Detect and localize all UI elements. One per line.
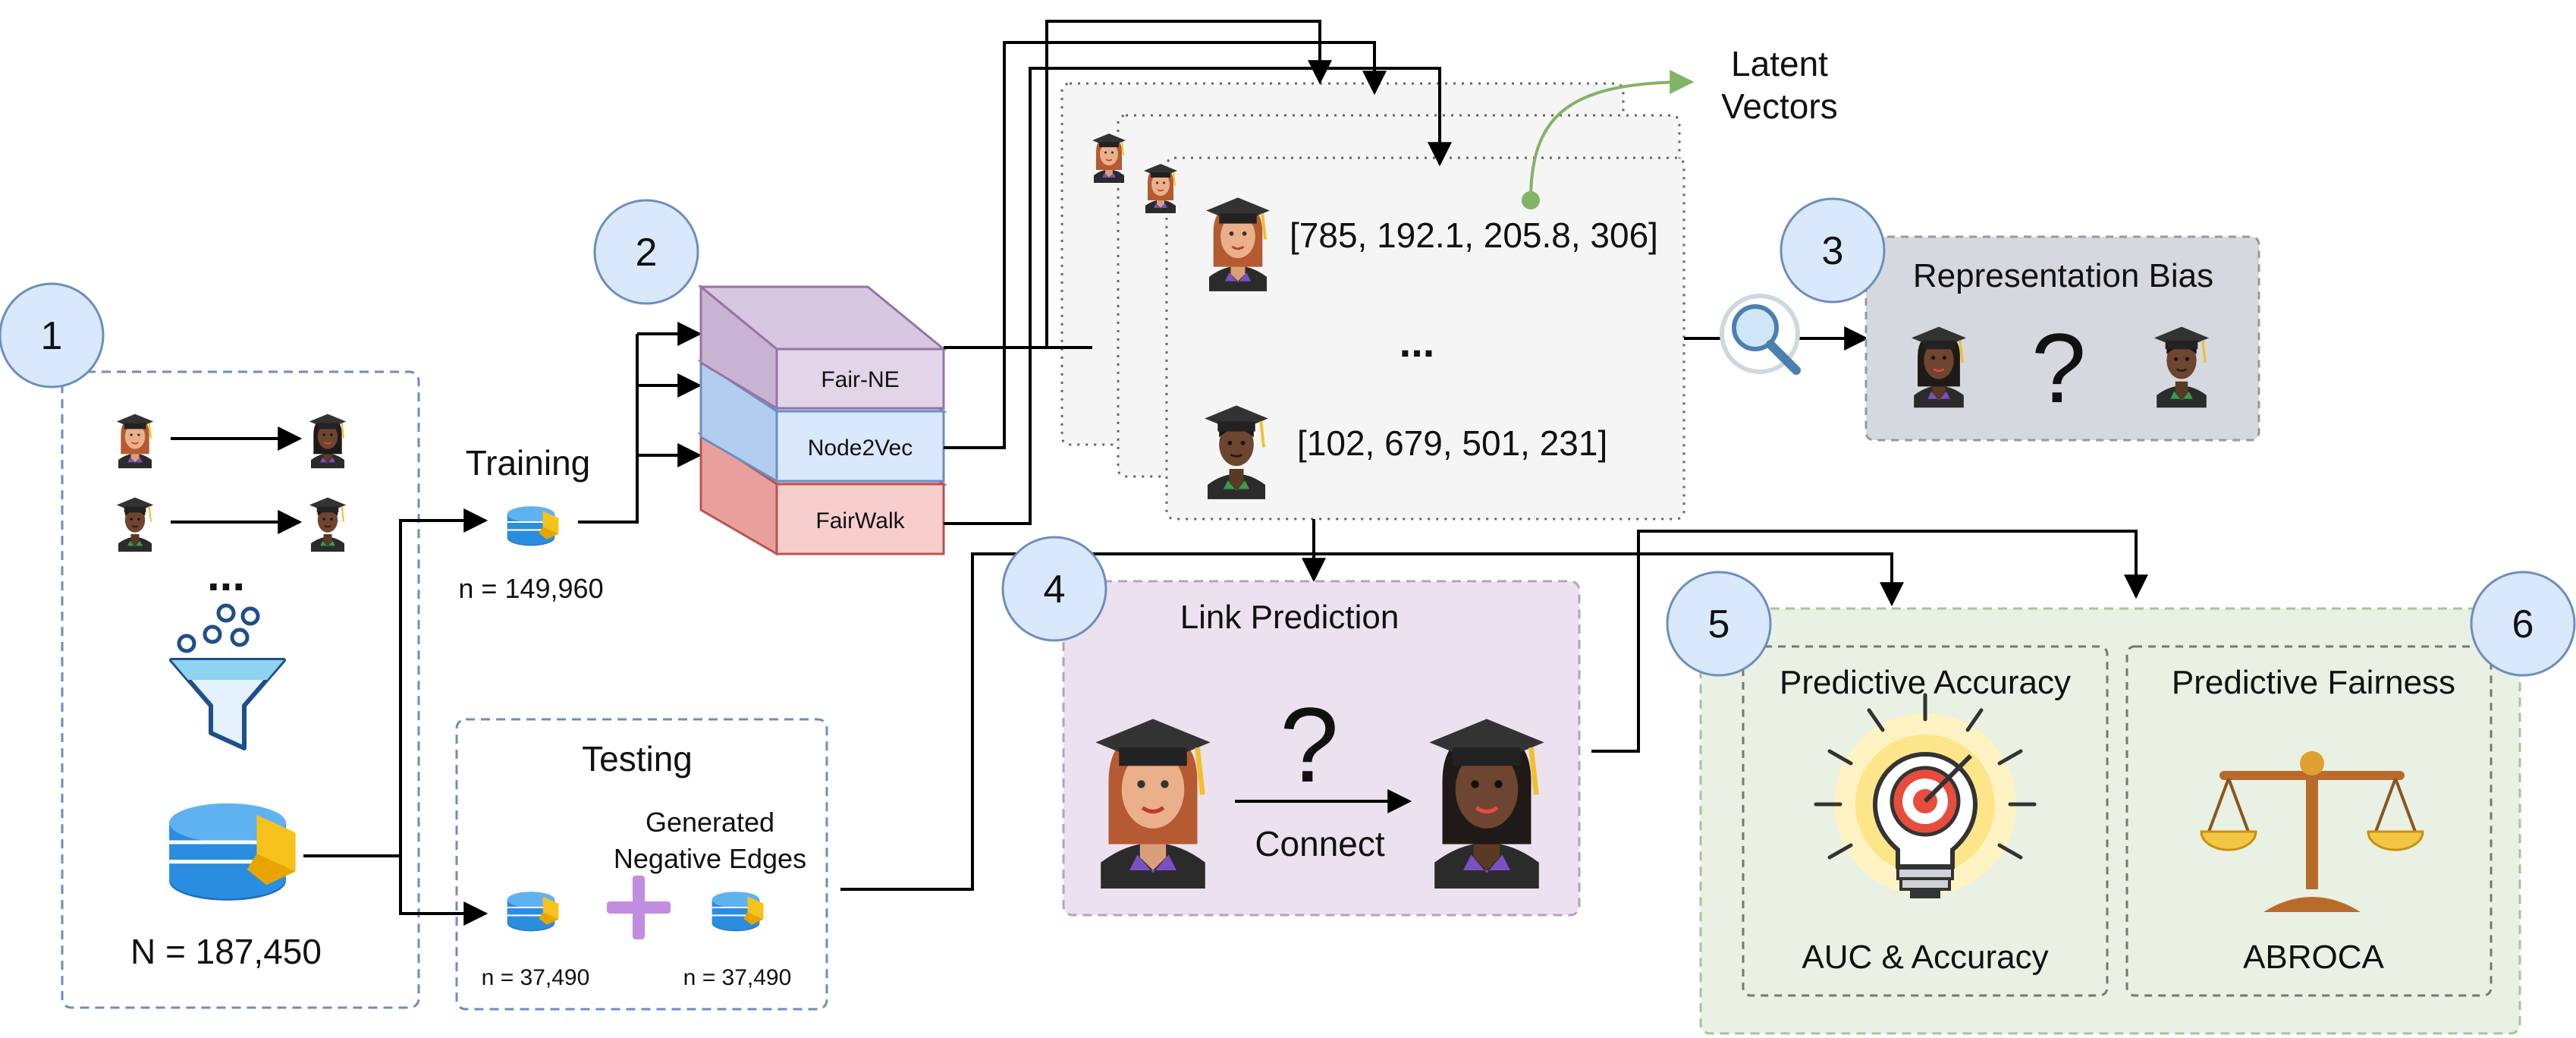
negative-edges-label-2: Negative Edges <box>614 843 806 874</box>
link-prediction-title: Link Prediction <box>1180 599 1400 636</box>
graduate-woman-icon <box>308 413 347 470</box>
magnifier-icon <box>1720 294 1801 375</box>
connect-label: Connect <box>1255 824 1385 863</box>
dataset-ellipsis: ... <box>207 549 245 600</box>
latent-vectors-label-2: Vectors <box>1721 86 1837 126</box>
predictive-fairness-panel <box>2125 645 2493 997</box>
test-negative-database-icon <box>711 891 765 933</box>
embedding-card-front <box>1165 156 1685 521</box>
representation-bias-title: Representation Bias <box>1913 257 2213 294</box>
graduate-man-icon <box>308 496 347 553</box>
balance-scale-icon <box>2200 751 2424 912</box>
step-5-label: 5 <box>1708 602 1730 646</box>
dataset-panel <box>61 370 420 1009</box>
fairwalk-label: FairWalk <box>815 508 905 533</box>
step-1-label: 1 <box>41 314 63 358</box>
step-3-label: 3 <box>1822 229 1844 273</box>
testing-label: Testing <box>582 739 693 778</box>
embedding-ellipsis: ... <box>1400 318 1435 366</box>
link-question-icon: ? <box>1280 685 1339 804</box>
evaluation-panel <box>1699 607 2521 1035</box>
step-5-badge: 5 <box>1666 571 1772 677</box>
filter-icon <box>169 603 286 750</box>
bias-question-icon: ? <box>2031 313 2086 423</box>
representation-bias-panel <box>1864 235 2260 442</box>
step-1-badge: 1 <box>0 282 105 388</box>
negative-edges-label-1: Generated <box>646 807 774 838</box>
graduate-woman-icon <box>1092 133 1126 184</box>
node2vec-label: Node2Vec <box>808 436 913 461</box>
graduate-woman-icon <box>115 413 155 470</box>
predictive-fairness-metric: ABROCA <box>2243 939 2384 976</box>
fairne-model-box: Fair-NE <box>697 284 947 410</box>
target-lightbulb-icon <box>1814 693 2037 898</box>
to-testing-arrow <box>399 856 488 926</box>
predictive-fairness-title: Predictive Fairness <box>2172 664 2455 701</box>
step-3-badge: 3 <box>1780 197 1886 304</box>
graduate-woman-icon <box>1910 326 1968 409</box>
training-database-icon <box>506 505 560 547</box>
to-training-arrow <box>399 508 488 856</box>
predictive-accuracy-panel <box>1742 645 2109 997</box>
step-6-badge: 6 <box>2470 571 2576 677</box>
plus-icon <box>607 876 671 939</box>
database-icon <box>169 804 295 901</box>
embedding-vector-2: [102, 679, 501, 231] <box>1297 423 1607 463</box>
training-connector <box>578 334 639 524</box>
fairne-label: Fair-NE <box>821 367 899 392</box>
training-count: n = 149,960 <box>458 573 603 604</box>
step-4-badge: 4 <box>1001 536 1107 642</box>
graduate-woman-icon <box>1429 719 1544 889</box>
step-6-label: 6 <box>2512 602 2534 646</box>
graduate-man-icon <box>115 496 155 553</box>
step-2-label: 2 <box>636 231 658 275</box>
latent-vectors-label-1: Latent <box>1731 44 1828 83</box>
graduate-woman-icon <box>1143 163 1178 214</box>
node2vec-output-arrow <box>944 41 1387 449</box>
predictive-accuracy-metric: AUC & Accuracy <box>1802 939 2048 976</box>
dataset-total: N = 187,450 <box>130 932 322 971</box>
test-positive-count: n = 37,490 <box>482 965 590 990</box>
test-positive-database-icon <box>506 891 560 933</box>
link-to-eval-connector <box>1591 530 2148 753</box>
testing-to-link-arrow <box>840 552 1904 891</box>
latent-vectors-arrow <box>1529 70 1695 201</box>
testing-panel <box>455 718 828 1011</box>
graduate-woman-icon <box>1095 719 1210 889</box>
embedding-vector-1: [785, 192.1, 205.8, 306] <box>1290 215 1658 255</box>
step-2-badge: 2 <box>593 199 699 305</box>
graduate-woman-icon <box>1205 196 1271 293</box>
training-label: Training <box>466 443 590 483</box>
step-4-label: 4 <box>1044 568 1066 612</box>
test-negative-count: n = 37,490 <box>683 965 792 990</box>
fairwalk-output-arrow <box>944 67 1452 525</box>
